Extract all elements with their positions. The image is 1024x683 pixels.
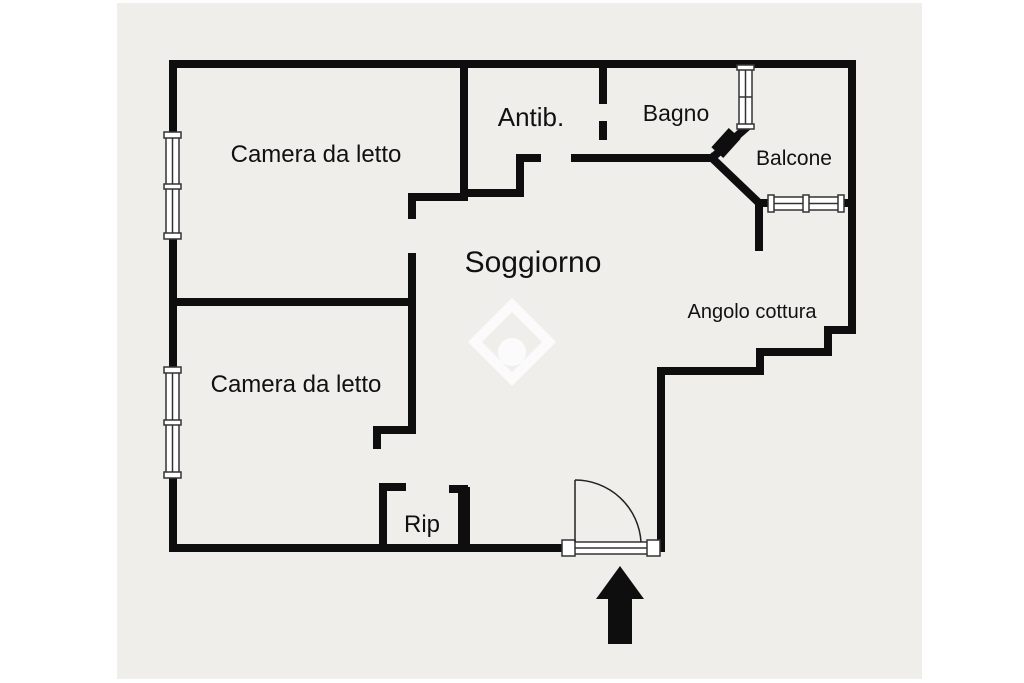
- room-label-storage: Rip: [404, 511, 440, 538]
- antechamber-wall: [460, 154, 541, 197]
- bath-corner-thick: [711, 127, 741, 159]
- room-label-living-room: Soggiorno: [465, 246, 602, 279]
- door-swing-icon: [574, 479, 642, 543]
- window-bedroom-top: [163, 131, 182, 240]
- room-label-bedroom-bottom: Camera da letto: [211, 371, 382, 398]
- room-label-antechamber: Antib.: [498, 102, 565, 132]
- house-logo-icon: [468, 298, 556, 386]
- storage-left-wall: [379, 483, 406, 552]
- window-entrance: [561, 539, 661, 557]
- room-label-bedroom-top: Camera da letto: [231, 141, 402, 168]
- room-label-balcony: Balcone: [756, 147, 832, 170]
- window-bedroom-bottom: [163, 366, 182, 479]
- arrow-up-icon: [596, 566, 644, 644]
- window-balcony: [767, 194, 845, 213]
- windows: [163, 64, 845, 557]
- window-bathroom: [736, 64, 755, 130]
- storage-right-wall-thick: [458, 487, 470, 548]
- room-label-kitchen-corner: Angolo cottura: [688, 301, 818, 323]
- room-label-bathroom: Bagno: [643, 100, 710, 126]
- bedroom-top-right-wall: [408, 60, 468, 219]
- bedroom-bottom-right-wall: [373, 253, 416, 449]
- outer-wall: [169, 60, 856, 552]
